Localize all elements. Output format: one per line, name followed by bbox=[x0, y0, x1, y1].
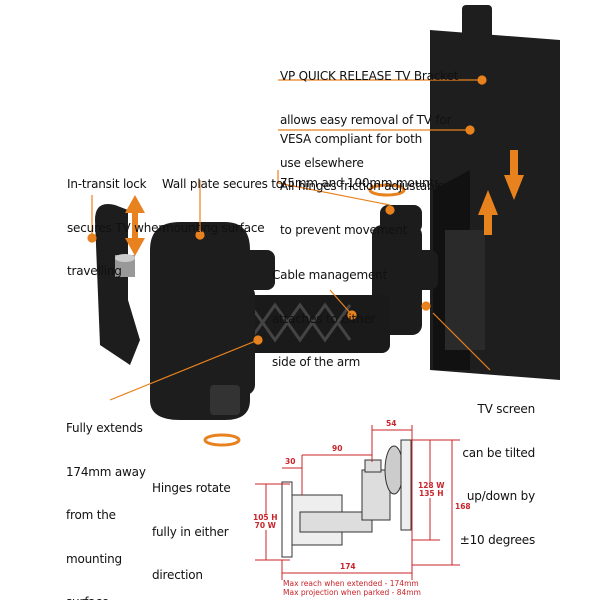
text-line: from the bbox=[66, 508, 116, 522]
dim-174: 174 bbox=[340, 562, 356, 571]
text-line: Wall plate secures to bbox=[162, 177, 283, 191]
text-line: mounting bbox=[66, 551, 122, 566]
text-line: In-transit lock bbox=[67, 177, 147, 191]
callout-extends: Fully extends 174mm away from the mounti… bbox=[66, 392, 146, 600]
up-down-arrows-icon bbox=[478, 150, 524, 235]
text-line: Hinges rotate bbox=[152, 481, 231, 495]
rotate-arrow-icon bbox=[368, 183, 406, 197]
text-line: VESA compliant for both bbox=[280, 132, 423, 146]
text-line: attaches to either bbox=[272, 311, 376, 326]
text-line: allows easy removal of TV for bbox=[280, 112, 452, 127]
wall-plate bbox=[150, 222, 275, 420]
callout-hinges-friction: All hinges friction adjustable to preven… bbox=[280, 150, 445, 252]
text-line: All hinges friction adjustable bbox=[280, 179, 445, 193]
note-line: Max reach when extended - 174mm bbox=[283, 579, 419, 588]
text-line: fully in either bbox=[152, 524, 229, 539]
dim-90: 90 bbox=[332, 444, 343, 453]
dim-168: 168 bbox=[455, 502, 471, 511]
text-line: up/down by bbox=[466, 489, 535, 503]
text-line: mounting surface bbox=[162, 220, 265, 235]
text-line: Cable management bbox=[272, 268, 388, 282]
text-line: secures TV when bbox=[67, 220, 166, 235]
callout-hinges-rotate: Hinges rotate fully in either direction bbox=[152, 452, 231, 597]
callout-transit-lock: In-transit lock secures TV when travelli… bbox=[67, 148, 166, 293]
text-line: side of the arm bbox=[272, 355, 361, 369]
callout-wall-plate: Wall plate secures to mounting surface bbox=[162, 148, 283, 250]
text-line: 174mm away bbox=[66, 464, 146, 479]
text-line: Fully extends bbox=[66, 421, 143, 435]
dimension-drawing bbox=[255, 425, 460, 580]
dim-30: 30 bbox=[285, 457, 296, 466]
text-line: 75mm and 100mm mounts bbox=[280, 175, 440, 190]
text-line: can be tilted bbox=[462, 445, 535, 460]
transit-lock bbox=[95, 204, 140, 365]
text-line: to prevent movement bbox=[280, 222, 408, 237]
text-line: TV screen bbox=[477, 402, 536, 416]
callout-vesa: VESA compliant for both 75mm and 100mm m… bbox=[280, 103, 440, 205]
text-line: use elsewhere bbox=[280, 156, 364, 170]
tv-bracket-plate bbox=[430, 5, 560, 380]
rotate-arrow-icon bbox=[203, 433, 241, 447]
transit-arrow-icon bbox=[125, 195, 145, 256]
text-line: surface bbox=[66, 595, 146, 600]
text-line: direction bbox=[152, 568, 203, 582]
text-line: VP QUICK RELEASE TV Bracket bbox=[280, 69, 459, 83]
callout-quick-release: VP QUICK RELEASE TV Bracket allows easy … bbox=[280, 40, 458, 185]
callout-cable: Cable management attaches to either side… bbox=[272, 239, 387, 384]
dimension-notes: Max reach when extended - 174mm Max proj… bbox=[283, 579, 421, 597]
dim-54: 54 bbox=[386, 419, 397, 428]
note-line: Max projection when parked - 84mm bbox=[283, 587, 421, 597]
dim-vesa: 128 W 135 H bbox=[418, 481, 445, 498]
dim-plate: 105 H 70 W bbox=[253, 513, 278, 530]
text-line: ±10 degrees bbox=[459, 532, 535, 547]
text-line: travelling bbox=[67, 264, 122, 278]
leader-lines bbox=[87, 75, 491, 401]
callout-tilt: TV screen can be tilted up/down by ±10 d… bbox=[460, 373, 535, 562]
